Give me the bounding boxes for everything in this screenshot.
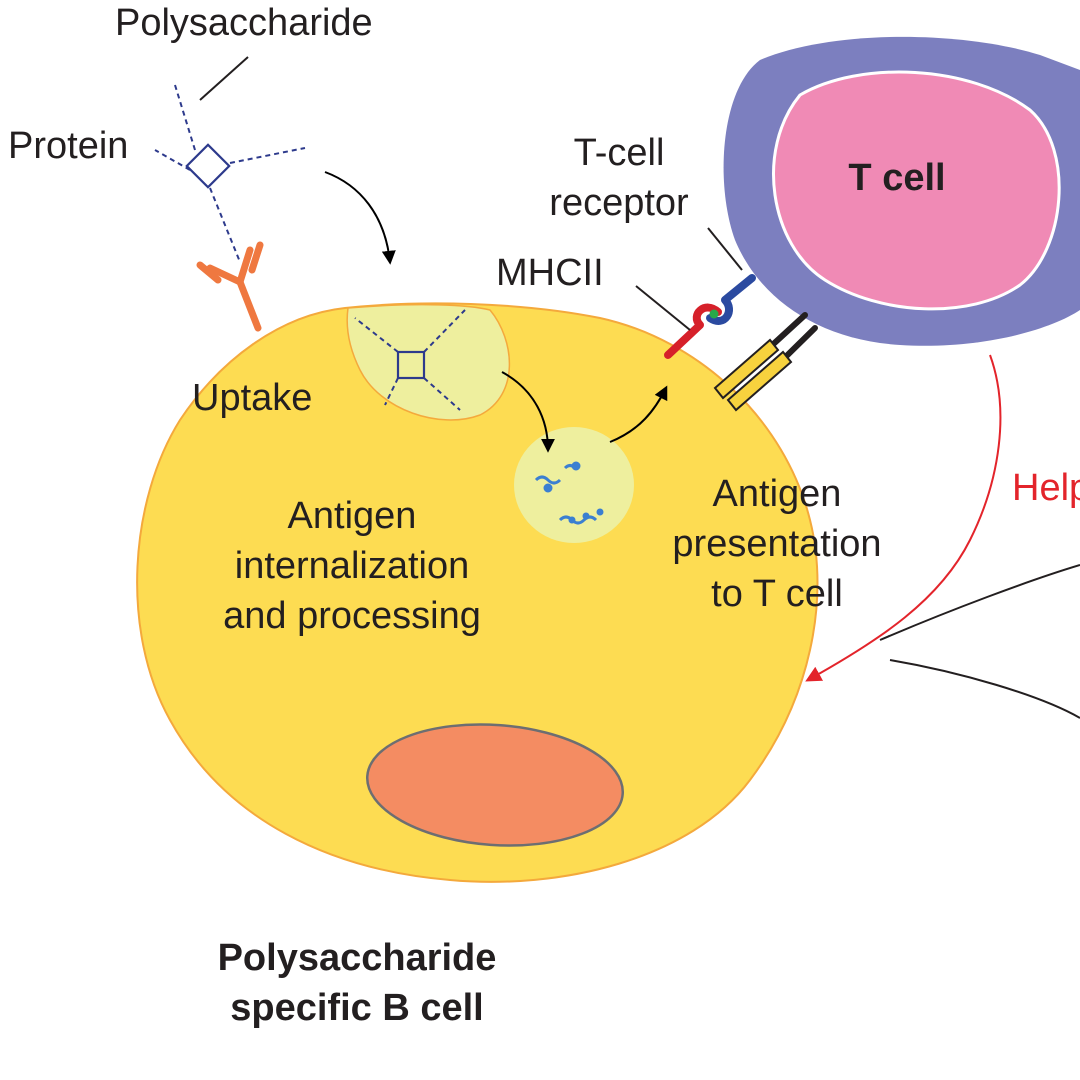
tcell-receptor-label-line2: receptor (549, 182, 689, 224)
internalized-antigen (354, 309, 466, 411)
mhcii-tcr-complex (664, 274, 756, 359)
tcell-label: T cell (848, 157, 945, 199)
peptide-icon (709, 309, 719, 319)
internalization-label-line3: and processing (223, 595, 481, 637)
uptake-label: Uptake (192, 377, 312, 419)
uptake-arrow (324, 171, 396, 265)
presentation-arrow (609, 385, 668, 443)
presentation-label-line3: to T cell (711, 573, 843, 615)
tcell-receptor-label-line1: T-cell (574, 132, 665, 174)
tcr-icon (706, 274, 756, 325)
processing-arrow (501, 371, 555, 453)
conjugate-antigen (154, 84, 306, 263)
b-cell (136, 302, 819, 883)
bcell-title-line1: Polysaccharide (218, 937, 497, 979)
internalization-label-line1: Antigen (288, 495, 417, 537)
polysaccharide-label: Polysaccharide (115, 2, 373, 44)
process-arrows (324, 171, 668, 453)
presentation-label-line2: presentation (672, 523, 881, 565)
protein-label: Protein (8, 125, 128, 167)
help-arrow (805, 354, 1002, 682)
leader-lines (199, 56, 743, 331)
differentiation-line-upper (879, 564, 1080, 641)
b-cell-receptor-icon (196, 241, 264, 332)
t-cell (723, 36, 1080, 346)
help-label: Help (1012, 467, 1080, 509)
presentation-label-line1: Antigen (713, 473, 842, 515)
bcell-title-line2: specific B cell (230, 987, 483, 1029)
t-cell-body (772, 70, 1061, 311)
differentiation-line-lower (889, 659, 1080, 719)
uptake-vesicle (346, 303, 511, 421)
processing-vesicle (514, 427, 634, 543)
mhcii-label: MHCII (496, 252, 604, 294)
cd4-coreceptor-icon (713, 312, 818, 412)
internalized-protein-icon (396, 350, 426, 380)
protein-carrier-icon (185, 143, 231, 189)
processed-fragments (534, 461, 604, 525)
nucleus (365, 723, 625, 847)
b-cell-body (136, 302, 819, 883)
internalization-label-line2: internalization (235, 545, 469, 587)
